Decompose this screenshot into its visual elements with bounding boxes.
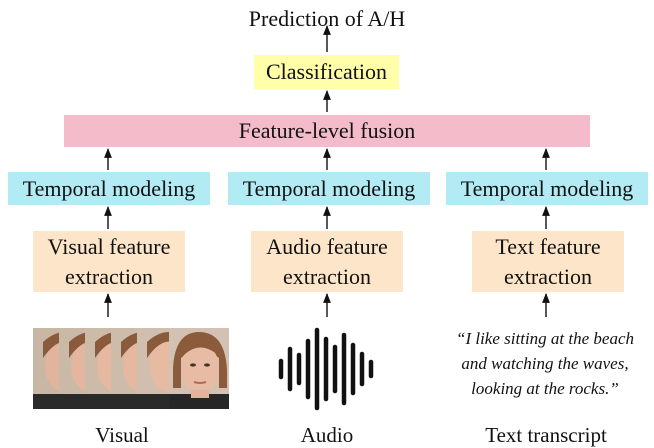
transcript-line: and watching the waves, (461, 354, 629, 373)
caption-visual: Visual (95, 422, 149, 447)
transcript-quote: “I like sitting at the beach and watchin… (436, 326, 654, 401)
feature-audio-line1: Audio feature (266, 233, 388, 259)
feature-audio-line2: extraction (283, 263, 371, 289)
feature-visual-line2: extraction (65, 263, 153, 289)
feature-box-visual: Visual feature extraction (33, 231, 185, 292)
feature-box-audio: Audio feature extraction (251, 231, 403, 292)
feature-box-text: Text feature extraction (472, 231, 624, 292)
caption-audio: Audio (300, 422, 354, 447)
transcript-line: “I like sitting at the beach (456, 329, 634, 348)
face-frame-icon (169, 328, 229, 409)
audio-waveform-icon (278, 327, 374, 411)
temporal-box-visual: Temporal modeling (8, 172, 210, 205)
fusion-box: Feature-level fusion (64, 115, 590, 147)
transcript-line: looking at the rocks.” (471, 379, 619, 398)
output-label: Prediction of A/H (248, 6, 406, 32)
temporal-box-text: Temporal modeling (446, 172, 648, 205)
feature-visual-line1: Visual feature (47, 233, 171, 259)
face-video-frames-icon (33, 328, 229, 409)
feature-text-line2: extraction (504, 263, 592, 289)
classification-box: Classification (254, 55, 399, 89)
temporal-box-audio: Temporal modeling (228, 172, 430, 205)
caption-text-transcript: Text transcript (485, 422, 607, 447)
feature-text-line1: Text feature (495, 233, 601, 259)
